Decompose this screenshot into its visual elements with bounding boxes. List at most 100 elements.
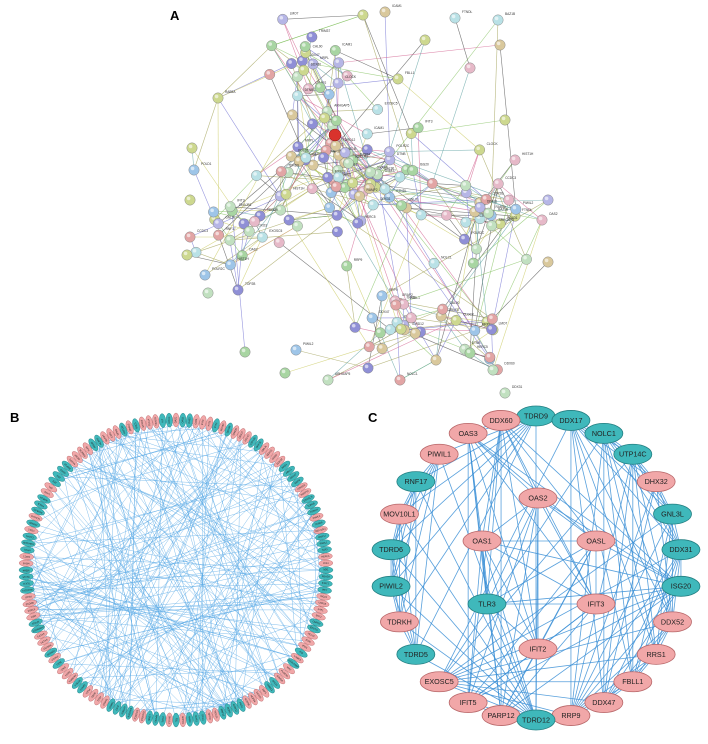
protein-node[interactable]: TOP2B — [480, 191, 504, 205]
protein-node[interactable] — [409, 327, 421, 339]
protein-node[interactable] — [190, 246, 202, 258]
protein-node[interactable]: IFIT3 — [224, 199, 245, 213]
protein-node[interactable] — [238, 218, 250, 230]
protein-node[interactable] — [363, 341, 375, 353]
protein-node[interactable] — [251, 170, 262, 181]
protein-node[interactable] — [441, 209, 452, 221]
protein-node[interactable] — [286, 58, 297, 69]
protein-node[interactable]: FOXO3 — [243, 223, 267, 237]
protein-node[interactable]: HERC5 — [464, 345, 488, 359]
protein-node[interactable] — [292, 220, 303, 232]
protein-node[interactable] — [349, 321, 361, 333]
node-oasl[interactable]: OASL — [576, 530, 616, 552]
protein-node[interactable]: HERC5 — [352, 215, 376, 229]
protein-node[interactable] — [471, 243, 482, 255]
protein-node[interactable] — [331, 209, 343, 221]
protein-node[interactable]: DTNB — [292, 88, 313, 102]
protein-node[interactable]: GNL3L — [396, 198, 419, 211]
protein-node[interactable]: FTNDL — [384, 189, 407, 203]
protein-node[interactable] — [283, 214, 295, 226]
protein-node[interactable] — [208, 206, 219, 218]
protein-node[interactable]: FOXO3 — [322, 169, 346, 183]
node-oas3[interactable]: OAS3 — [448, 423, 488, 444]
protein-node[interactable] — [487, 364, 499, 376]
protein-node[interactable] — [405, 312, 417, 324]
protein-node[interactable]: CLOCK — [332, 75, 357, 89]
protein-node[interactable] — [347, 177, 359, 189]
protein-node[interactable]: ICAM1 — [379, 4, 402, 18]
protein-node[interactable] — [542, 194, 554, 206]
protein-node[interactable]: HIST1H — [280, 186, 305, 200]
protein-node[interactable] — [494, 39, 506, 51]
protein-node[interactable] — [186, 142, 198, 154]
node-dhx32[interactable]: DHX32 — [636, 471, 676, 493]
protein-node[interactable]: GNL3L — [212, 216, 236, 229]
protein-node[interactable] — [484, 351, 496, 363]
protein-node[interactable] — [542, 256, 554, 268]
protein-node[interactable]: PIWIL2 — [510, 201, 534, 215]
protein-node[interactable] — [330, 181, 342, 193]
protein-node[interactable]: TOP2B — [232, 282, 256, 296]
protein-node[interactable] — [499, 114, 511, 126]
protein-node[interactable]: ISG20 — [407, 163, 429, 176]
protein-node[interactable] — [374, 327, 386, 339]
protein-node[interactable] — [486, 313, 498, 325]
node-piwil1[interactable]: PIWIL1 — [419, 443, 459, 465]
node-tlr3[interactable]: TLR3 — [467, 593, 507, 615]
protein-node[interactable]: CAL90 — [437, 301, 460, 315]
protein-node[interactable]: MRPL — [292, 139, 314, 153]
protein-node[interactable]: NOLC1 — [394, 372, 418, 386]
protein-node[interactable]: OAS2 — [236, 248, 258, 261]
node-rrs1[interactable]: RRS1 — [636, 643, 676, 665]
protein-node[interactable]: FBLL1 — [398, 296, 420, 310]
protein-node[interactable] — [314, 82, 326, 93]
hub-node[interactable] — [328, 128, 342, 142]
node-exosc5[interactable]: EXOSC5 — [419, 671, 459, 693]
protein-node[interactable]: HERC5 — [460, 214, 484, 228]
protein-node[interactable]: CLOCK — [474, 142, 498, 156]
protein-node[interactable]: BAZ1B — [492, 12, 515, 26]
protein-node[interactable]: RRP9 — [376, 288, 398, 302]
node-tdrkh[interactable]: TDRKH — [380, 611, 419, 633]
protein-node[interactable] — [266, 40, 278, 52]
protein-node[interactable] — [286, 109, 298, 121]
protein-node[interactable]: DDX47 — [366, 310, 390, 324]
node-mov10l1[interactable]: MOV10L1 — [380, 503, 419, 525]
protein-node[interactable]: DDX60 — [298, 62, 322, 76]
node-tdrd5[interactable]: TDRD5 — [396, 643, 436, 665]
protein-node[interactable]: RAB5A — [483, 205, 507, 219]
node-oas1[interactable]: OAS1 — [462, 530, 502, 552]
protein-node[interactable]: TRIM37 — [306, 29, 331, 43]
protein-node[interactable] — [460, 180, 472, 191]
node-tdrd6[interactable]: TDRD6 — [371, 539, 411, 561]
protein-node[interactable] — [273, 237, 285, 248]
protein-node[interactable]: LMO7 — [277, 11, 299, 25]
node-nolc1[interactable]: NOLC1 — [584, 423, 624, 444]
protein-node[interactable] — [300, 152, 312, 164]
protein-node[interactable] — [394, 171, 406, 183]
protein-node[interactable]: NOLC1 — [428, 255, 452, 269]
protein-node[interactable]: KDELR3 — [343, 155, 368, 169]
protein-node[interactable] — [239, 346, 251, 358]
node-ddx60[interactable]: DDX60 — [481, 410, 521, 431]
protein-node[interactable] — [330, 115, 342, 127]
protein-node[interactable] — [503, 194, 515, 206]
protein-node[interactable] — [357, 9, 369, 21]
node-ifit5[interactable]: IFIT5 — [448, 692, 488, 713]
node-rrp9[interactable]: RRP9 — [551, 705, 591, 726]
protein-node[interactable] — [419, 34, 431, 46]
protein-node[interactable] — [362, 362, 374, 374]
protein-node[interactable] — [224, 234, 236, 246]
protein-node[interactable]: DTNB — [384, 152, 406, 166]
protein-node[interactable] — [395, 323, 407, 335]
node-ddx17[interactable]: DDX17 — [551, 410, 591, 431]
node-ifit2[interactable]: IFIT2 — [518, 638, 558, 660]
protein-node[interactable]: ARHGAP5 — [486, 218, 514, 232]
protein-node[interactable]: POLD1 — [285, 148, 309, 162]
protein-node[interactable] — [279, 367, 291, 379]
protein-node[interactable]: DDX31 — [474, 199, 498, 213]
protein-node[interactable]: RAB5A — [212, 90, 237, 104]
protein-node[interactable]: IFIT3 — [412, 120, 433, 134]
protein-node[interactable] — [184, 194, 196, 206]
node-rnf17[interactable]: RNF17 — [396, 471, 436, 493]
